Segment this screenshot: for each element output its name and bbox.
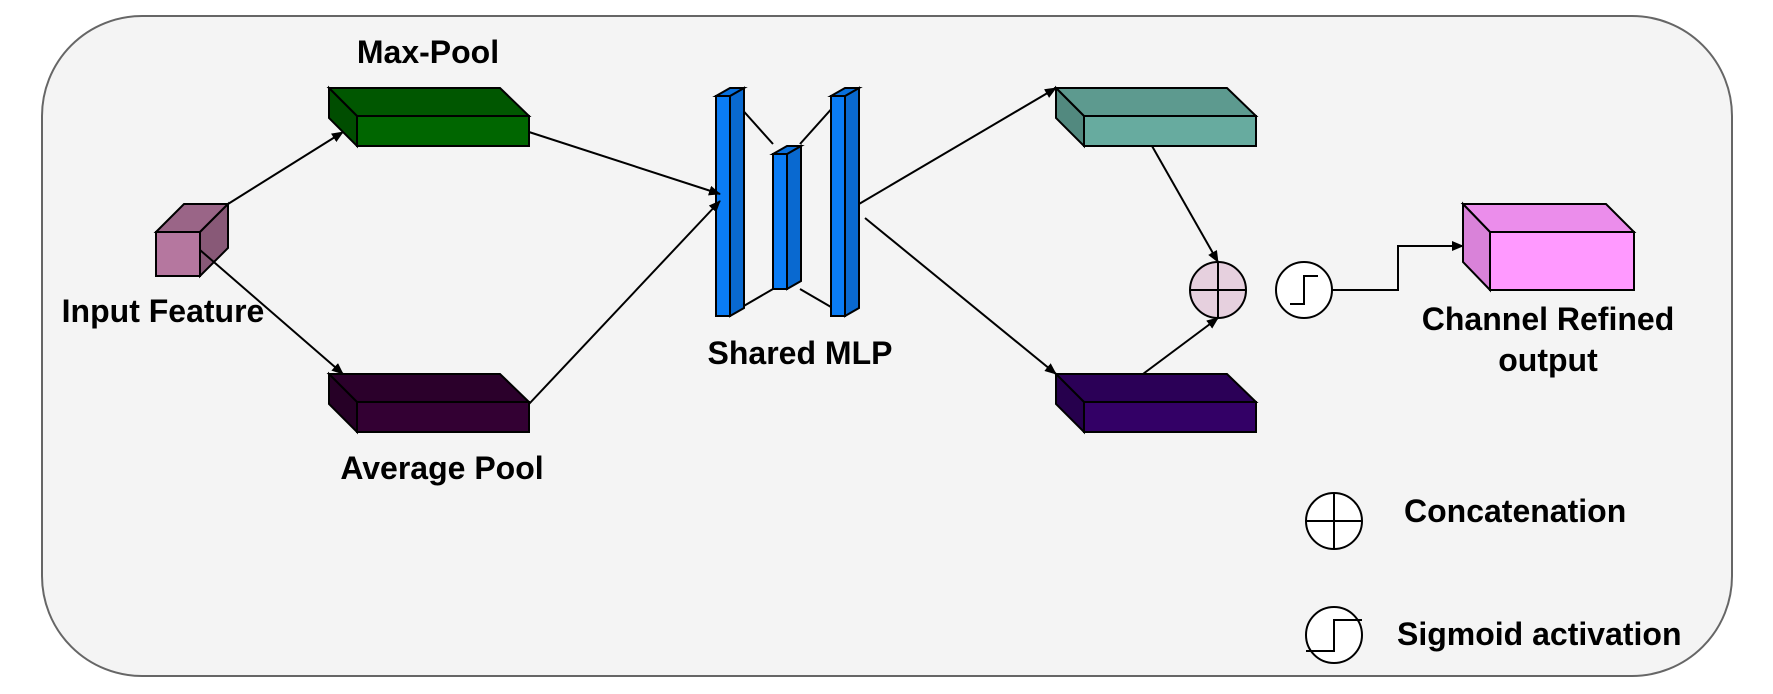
edge-input-to-avgpool xyxy=(199,249,344,375)
max-pool-label: Max-Pool xyxy=(357,34,499,70)
legend-sigmoid-icon xyxy=(1305,606,1363,664)
edge-mlp-to-teal xyxy=(858,87,1057,205)
max-pool-block xyxy=(326,85,532,149)
sigmoid-node xyxy=(1275,261,1333,319)
edge-maxpool-to-mlp xyxy=(528,131,721,196)
edge-sigmoid-to-output xyxy=(1332,241,1464,291)
shared-mlp xyxy=(712,86,863,318)
legend-concatenation-label: Concatenation xyxy=(1404,493,1626,529)
average-pool-label: Average Pool xyxy=(340,450,543,486)
shared-mlp-label: Shared MLP xyxy=(708,335,893,371)
edge-input-to-maxpool xyxy=(227,131,344,205)
edge-mlp-to-purple xyxy=(864,217,1057,375)
concatenation-node xyxy=(1189,261,1247,319)
output-label-line2: output xyxy=(1498,342,1598,378)
legend-sigmoid-label: Sigmoid activation xyxy=(1397,616,1681,652)
average-pool-block xyxy=(326,371,532,435)
edge-teal-to-concat xyxy=(1151,145,1219,263)
edge-avgpool-to-mlp xyxy=(528,200,721,405)
legend: Concatenation Sigmoid activation xyxy=(1305,492,1681,664)
mlp-left-bar xyxy=(712,86,748,318)
purple-attention-block xyxy=(1053,371,1259,435)
teal-attention-block xyxy=(1053,85,1259,149)
legend-concatenation-icon xyxy=(1305,492,1363,550)
mlp-right-bar xyxy=(827,86,863,318)
output-cube xyxy=(1460,201,1637,293)
input-feature-label: Input Feature xyxy=(62,293,265,329)
edge-purple-to-concat xyxy=(1142,317,1219,375)
mlp-middle-bar xyxy=(769,144,805,291)
output-label-line1: Channel Refined xyxy=(1422,301,1674,337)
